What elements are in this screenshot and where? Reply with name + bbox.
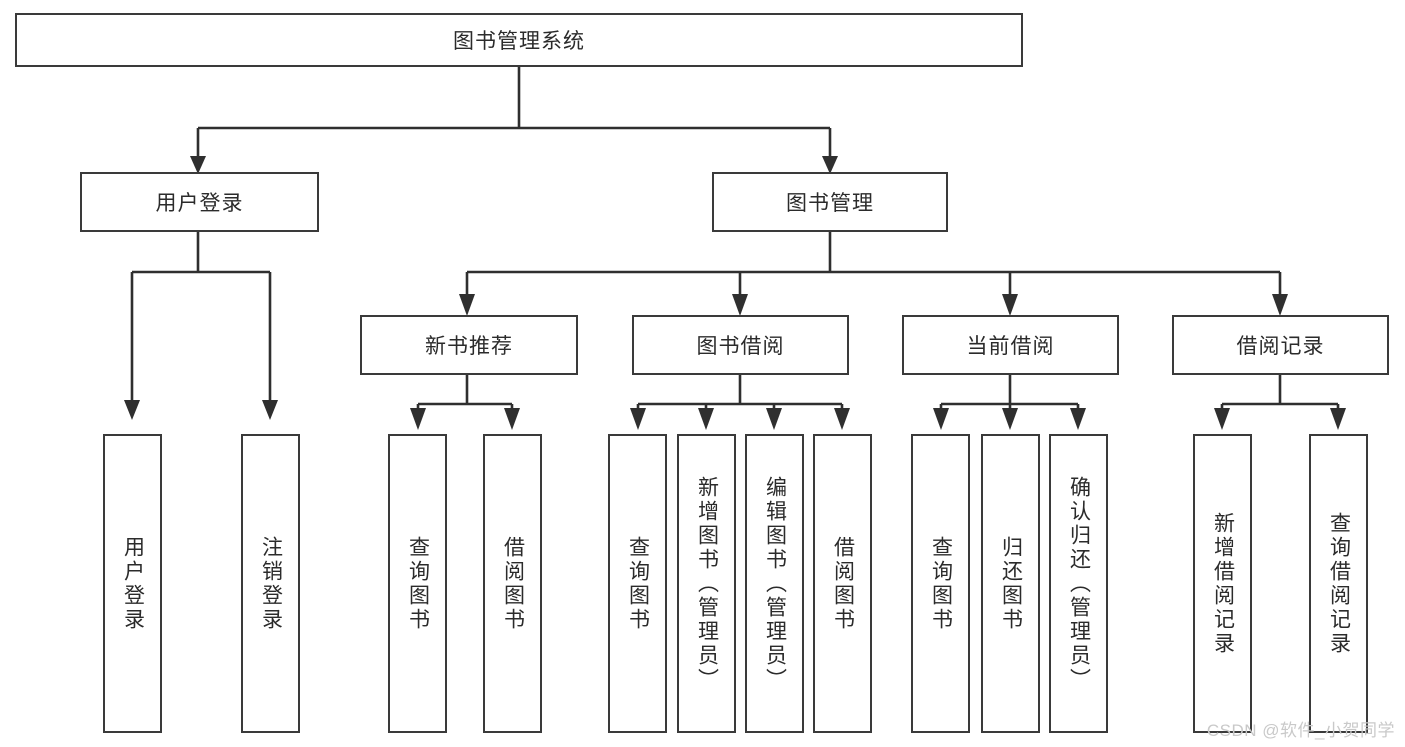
arrow-leaf-logout bbox=[262, 400, 278, 420]
arrow-leaf-user-login bbox=[124, 400, 140, 420]
node-user-login-label: 用户登录 bbox=[155, 192, 244, 215]
node-borrow-record-label: 借阅记录 bbox=[1236, 335, 1325, 358]
node-leaf-add-book-label: 新增图书（管理员） bbox=[695, 475, 719, 692]
arrow-book-borrow bbox=[732, 294, 748, 316]
node-leaf-add-book[interactable]: 新增图书（管理员） bbox=[677, 434, 736, 733]
node-leaf-borrow-book-1[interactable]: 借阅图书 bbox=[483, 434, 542, 733]
arrow-leaf-query-record bbox=[1330, 408, 1346, 430]
arrow-leaf-query-book-1 bbox=[410, 408, 426, 430]
node-new-book-recommend[interactable]: 新书推荐 bbox=[360, 315, 578, 375]
node-current-borrow-label: 当前借阅 bbox=[966, 335, 1055, 358]
node-book-manage[interactable]: 图书管理 bbox=[712, 172, 948, 232]
node-borrow-record[interactable]: 借阅记录 bbox=[1172, 315, 1389, 375]
node-leaf-query-book-3-label: 查询图书 bbox=[929, 535, 953, 632]
node-leaf-add-record[interactable]: 新增借阅记录 bbox=[1193, 434, 1252, 733]
node-leaf-edit-book[interactable]: 编辑图书（管理员） bbox=[745, 434, 804, 733]
node-leaf-query-book-1[interactable]: 查询图书 bbox=[388, 434, 447, 733]
arrow-leaf-return-book bbox=[1002, 408, 1018, 430]
node-leaf-query-book-2-label: 查询图书 bbox=[626, 535, 650, 632]
arrow-current-borrow bbox=[1002, 294, 1018, 316]
node-book-borrow-label: 图书借阅 bbox=[696, 335, 785, 358]
node-book-borrow[interactable]: 图书借阅 bbox=[632, 315, 849, 375]
node-leaf-query-book-2[interactable]: 查询图书 bbox=[608, 434, 667, 733]
arrow-leaf-borrow-book-2 bbox=[834, 408, 850, 430]
arrow-borrow-record bbox=[1272, 294, 1288, 316]
node-leaf-return-book[interactable]: 归还图书 bbox=[981, 434, 1040, 733]
node-leaf-borrow-book-2[interactable]: 借阅图书 bbox=[813, 434, 872, 733]
arrow-leaf-add-book bbox=[698, 408, 714, 430]
arrow-leaf-add-record bbox=[1214, 408, 1230, 430]
arrow-leaf-edit-book bbox=[766, 408, 782, 430]
node-leaf-query-book-3[interactable]: 查询图书 bbox=[911, 434, 970, 733]
arrow-leaf-confirm-return bbox=[1070, 408, 1086, 430]
node-leaf-confirm-return-label: 确认归还（管理员） bbox=[1067, 475, 1091, 692]
arrow-leaf-query-book-2 bbox=[630, 408, 646, 430]
arrow-leaf-query-book-3 bbox=[933, 408, 949, 430]
node-leaf-edit-book-label: 编辑图书（管理员） bbox=[763, 475, 787, 692]
node-leaf-query-book-1-label: 查询图书 bbox=[406, 535, 430, 632]
node-leaf-query-record-label: 查询借阅记录 bbox=[1327, 511, 1351, 656]
node-current-borrow[interactable]: 当前借阅 bbox=[902, 315, 1119, 375]
node-book-manage-label: 图书管理 bbox=[786, 192, 874, 215]
node-leaf-borrow-book-2-label: 借阅图书 bbox=[831, 535, 855, 632]
node-leaf-user-login-label: 用户登录 bbox=[121, 535, 145, 632]
node-root-label: 图书管理系统 bbox=[453, 30, 585, 53]
node-leaf-add-record-label: 新增借阅记录 bbox=[1211, 511, 1235, 656]
node-new-book-recommend-label: 新书推荐 bbox=[425, 335, 513, 358]
node-leaf-user-login[interactable]: 用户登录 bbox=[103, 434, 162, 733]
node-root[interactable]: 图书管理系统 bbox=[15, 13, 1023, 67]
node-leaf-query-record[interactable]: 查询借阅记录 bbox=[1309, 434, 1368, 733]
node-leaf-confirm-return[interactable]: 确认归还（管理员） bbox=[1049, 434, 1108, 733]
arrow-leaf-borrow-book-1 bbox=[504, 408, 520, 430]
node-leaf-logout-label: 注销登录 bbox=[259, 535, 283, 632]
watermark-text: CSDN @软件_小贺同学 bbox=[1206, 721, 1395, 740]
node-leaf-return-book-label: 归还图书 bbox=[999, 535, 1023, 632]
node-user-login[interactable]: 用户登录 bbox=[80, 172, 319, 232]
node-leaf-borrow-book-1-label: 借阅图书 bbox=[501, 535, 525, 632]
arrow-new-book-recommend bbox=[459, 294, 475, 316]
node-leaf-logout[interactable]: 注销登录 bbox=[241, 434, 300, 733]
